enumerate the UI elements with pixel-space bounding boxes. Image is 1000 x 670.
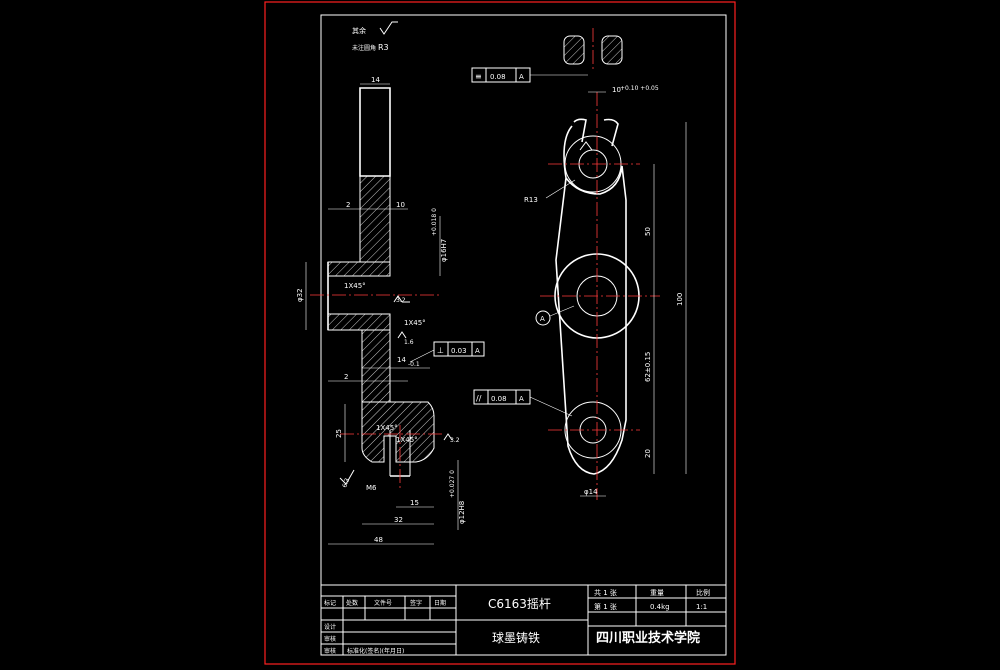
sheet-total: 共 1 张 xyxy=(594,588,617,597)
datum-a-label: A xyxy=(540,315,545,323)
roughness-mark-4 xyxy=(339,469,355,485)
roughness-notes: 其余 未注圆角 R3 xyxy=(352,21,398,52)
dim-chamfer-1: 1X45° xyxy=(344,282,366,290)
dim-width-15: 15 xyxy=(410,499,419,507)
dim-height-25: 25 xyxy=(335,429,343,438)
rough-4: 6.3 xyxy=(341,477,351,489)
dim-width-48: 48 xyxy=(374,536,383,544)
sheet-border xyxy=(264,1,736,665)
dim-len-20: 20 xyxy=(644,449,652,458)
weight-label: 重量 xyxy=(650,589,664,597)
slot-section-left xyxy=(563,35,585,65)
sheet-no: 第 1 张 xyxy=(594,602,617,611)
hatched-foot xyxy=(361,401,435,463)
fillet-label: 未注圆角 xyxy=(352,44,376,52)
symmetry-frame: ≡ 0.08 A xyxy=(471,67,588,83)
dim-slot-tol: +0.10 +0.05 xyxy=(620,85,659,92)
dim-dia-14: φ14 xyxy=(584,488,598,496)
roughness-mark-3 xyxy=(443,433,453,441)
roughness-mark-1 xyxy=(393,295,410,303)
svg-text:A: A xyxy=(475,347,480,355)
tb-label-doc: 文件号 xyxy=(374,599,392,607)
dim-chamfer-4: 1X45° xyxy=(396,436,418,444)
slot-section-right xyxy=(601,35,623,65)
weight-value: 0.4kg xyxy=(650,603,670,611)
hatched-upper-web xyxy=(359,175,391,263)
tb-label-date: 日期 xyxy=(434,599,446,607)
section-view: 14 2 10 φ16H7 +0.018 0 φ32 1X45° 1X45° 3… xyxy=(296,76,485,545)
scale-value: 1:1 xyxy=(696,603,707,611)
svg-text:0.08: 0.08 xyxy=(490,73,506,81)
dim-len-62: 62±0.15 xyxy=(644,352,652,382)
dim-thick: 14 xyxy=(397,356,406,364)
dim-slot: 10 xyxy=(612,86,621,94)
dim-bore-tol: +0.018 0 xyxy=(431,208,438,236)
rough-1: 3.2 xyxy=(396,297,406,304)
dim-len-100: 100 xyxy=(676,293,684,306)
dim-step-2b: 2 xyxy=(344,373,348,381)
lever-outline xyxy=(555,118,627,475)
thread-hole xyxy=(389,430,411,476)
roughness-mark-5 xyxy=(579,141,593,151)
part-material: 球墨铸铁 xyxy=(492,630,540,645)
dim-chamfer-2: 1X45° xyxy=(404,319,426,327)
hatched-boss-bottom xyxy=(327,313,391,331)
svg-text://: // xyxy=(476,394,482,403)
datum-a-marker xyxy=(535,310,551,326)
svg-text:0.08: 0.08 xyxy=(491,395,507,403)
tb-label-mark: 标记 xyxy=(324,599,336,607)
dim-step-2: 2 xyxy=(346,201,350,209)
upper-arm-outline xyxy=(359,87,391,177)
svg-text:≡: ≡ xyxy=(475,72,482,81)
dim-bore-b-tol: +0.027 0 xyxy=(449,470,456,498)
tb-design: 设计 xyxy=(324,623,336,631)
svg-text:A: A xyxy=(519,73,524,81)
title-block: 标记 处数 文件号 签字 日期 设计 审核 审核 标准化(签名)(年月日) C6… xyxy=(320,584,727,656)
roughness-symbol xyxy=(379,21,398,35)
dim-radius: R13 xyxy=(524,196,538,204)
hatched-boss-top xyxy=(327,261,391,277)
dim-bore: φ16H7 xyxy=(440,239,448,262)
remain-label: 其余 xyxy=(352,26,366,35)
front-view: 10 +0.10 +0.05 R13 50 100 62±0.15 20 φ14… xyxy=(471,28,687,500)
rough-2: 1.6 xyxy=(404,339,414,346)
dim-bore-b: φ12H8 xyxy=(458,501,466,524)
tb-label-sign: 签字 xyxy=(410,599,422,607)
dim-width-32: 32 xyxy=(394,516,403,524)
tb-approve: 审核 xyxy=(324,647,336,655)
rough-3: 3.2 xyxy=(450,437,460,444)
dim-chamfer-3: 1X45° xyxy=(376,424,398,432)
hatched-lower-web xyxy=(361,329,391,403)
roughness-mark-2 xyxy=(397,331,407,339)
dim-thick-tol: -0.1 xyxy=(408,361,420,368)
svg-text:⊥: ⊥ xyxy=(437,346,444,355)
scale-label: 比例 xyxy=(696,588,710,597)
tb-label-count: 处数 xyxy=(346,599,358,607)
bore-lines xyxy=(328,275,390,315)
school-name: 四川职业技术学院 xyxy=(596,630,700,646)
tb-check: 审核 xyxy=(324,635,336,643)
svg-text:0.03: 0.03 xyxy=(451,347,467,355)
fillet-value: R3 xyxy=(378,43,389,52)
perpendicularity-frame: ⊥ 0.03 A xyxy=(409,341,485,363)
dim-thread: M6 xyxy=(366,484,377,492)
dim-len-50: 50 xyxy=(644,227,652,236)
part-name: C6163摇杆 xyxy=(488,597,551,611)
tb-std: 标准化(签名)(年月日) xyxy=(347,647,404,655)
parallelism-frame: // 0.08 A xyxy=(473,389,573,417)
dim-top-width: 14 xyxy=(371,76,380,84)
dim-boss-dia: φ32 xyxy=(296,288,304,302)
svg-text:A: A xyxy=(519,395,524,403)
dim-step-10: 10 xyxy=(396,201,405,209)
